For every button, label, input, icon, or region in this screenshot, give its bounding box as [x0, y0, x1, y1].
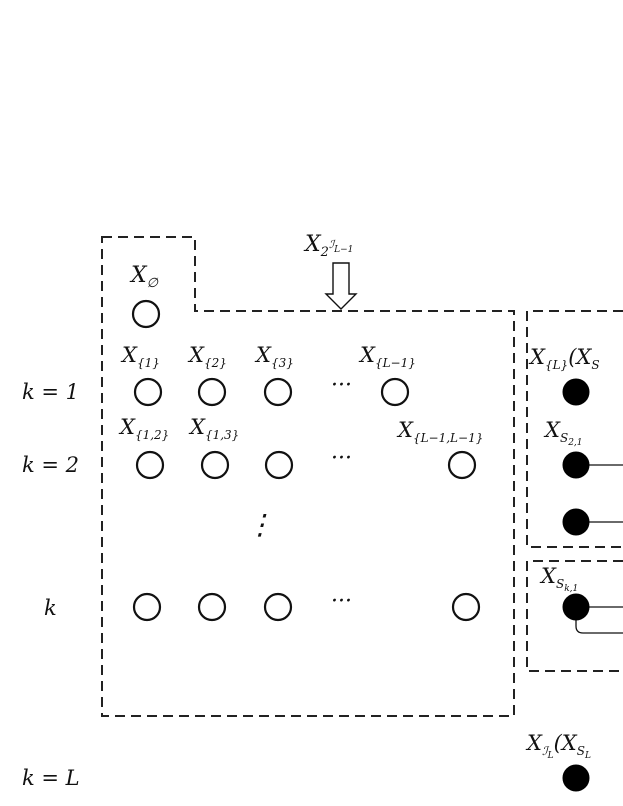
row-label-kL: k = L	[22, 766, 80, 790]
label-top-arrow: X2ℐL−1	[303, 232, 353, 260]
node-row1-L-minus-1	[380, 377, 410, 407]
label-right-Sk1-base: X	[539, 564, 557, 588]
label-set-1-sub: {1}	[137, 356, 160, 370]
solid-node-IL	[562, 764, 590, 792]
label-set-2-sub: {2}	[204, 356, 227, 370]
label-right-L-tailsub: S	[591, 358, 599, 372]
node-rowk-3	[263, 592, 293, 622]
ellipsis-row-k: ···	[331, 589, 352, 614]
node-rowk-1	[132, 592, 162, 622]
label-set-L-minus-1-sub: {L−1}	[375, 356, 416, 370]
label-right-S21-sub: S	[560, 431, 568, 445]
label-top-arrow-supsub: L−1	[333, 245, 353, 255]
edge-rowk-branch	[575, 607, 623, 634]
label-right-Sk1: XSk,1	[539, 564, 578, 594]
solid-node-L	[562, 378, 590, 406]
label-top-arrow-sup: ℐ	[329, 238, 336, 251]
node-row2-3	[264, 450, 294, 480]
solid-node-S21	[562, 451, 590, 479]
right-region-upper-boundary	[526, 310, 623, 548]
node-row2-2	[200, 450, 230, 480]
node-row1-3	[263, 377, 293, 407]
label-right-IL-tail: (X	[554, 731, 578, 755]
label-set-L-minus-1-base: X	[358, 343, 376, 367]
label-top-arrow-base: X	[303, 232, 322, 257]
row-label-k2: k = 2	[22, 453, 79, 477]
right-region-lower-boundary	[526, 560, 623, 672]
row-label-k: k	[44, 596, 57, 620]
label-empty-set: X∅	[129, 263, 159, 291]
label-top-arrow-sub: 2	[320, 245, 329, 260]
solid-node-Sk1	[562, 593, 590, 621]
label-right-S21-subsub: 2,1	[567, 438, 582, 448]
label-set-1-2-sub: {1,2}	[135, 428, 169, 442]
row-label-k1: k = 1	[22, 380, 79, 404]
label-set-2-base: X	[187, 343, 205, 367]
label-empty-set-sub: ∅	[147, 276, 159, 291]
label-right-L: X{L}(XS	[528, 345, 600, 372]
label-right-L-sub: {L}	[545, 358, 568, 372]
node-row2-1	[135, 450, 165, 480]
label-set-L-minus-1-pair: X{L−1,L−1}	[396, 418, 483, 445]
ellipsis-vertical: ⋮	[246, 508, 274, 541]
label-set-3-sub: {3}	[271, 356, 294, 370]
node-empty-set	[131, 299, 161, 329]
label-right-S21: XS2,1	[543, 418, 583, 448]
node-rowk-last	[451, 592, 481, 622]
ellipsis-row-1: ···	[331, 373, 352, 398]
label-set-L-minus-1-pair-base: X	[396, 418, 414, 442]
left-region-boundary	[101, 236, 515, 717]
label-right-L-base: X	[528, 345, 546, 369]
down-arrow	[324, 262, 358, 310]
solid-node-row2b	[562, 508, 590, 536]
label-right-L-tail: (X	[568, 345, 592, 369]
label-set-1-3: X{1,3}	[188, 415, 239, 442]
node-row1-1	[133, 377, 163, 407]
label-set-1-base: X	[120, 343, 138, 367]
label-right-IL-sub: ℐ	[542, 744, 550, 758]
ellipsis-row-2: ···	[331, 446, 352, 471]
label-right-Sk1-subsub: k,1	[564, 584, 578, 594]
label-right-IL: XℐL(XSL	[525, 731, 591, 761]
node-row2-last	[447, 450, 477, 480]
label-right-S21-base: X	[543, 418, 561, 442]
label-set-L-minus-1: X{L−1}	[358, 343, 416, 370]
label-right-Sk1-sub: S	[556, 577, 564, 591]
label-set-3: X{3}	[254, 343, 294, 370]
label-set-1: X{1}	[120, 343, 160, 370]
label-set-1-2-base: X	[118, 415, 136, 439]
label-right-IL-subsub: L	[547, 751, 554, 761]
label-right-IL-base: X	[525, 731, 543, 755]
label-right-IL-tailsub: S	[577, 744, 585, 758]
label-set-L-minus-1-pair-sub: {L−1,L−1}	[413, 431, 483, 445]
label-set-2: X{2}	[187, 343, 227, 370]
label-right-IL-tailsubsub: L	[584, 751, 591, 761]
label-empty-set-base: X	[129, 263, 148, 288]
node-row1-2	[197, 377, 227, 407]
label-set-1-3-sub: {1,3}	[205, 428, 239, 442]
label-set-3-base: X	[254, 343, 272, 367]
label-set-1-2: X{1,2}	[118, 415, 169, 442]
label-set-1-3-base: X	[188, 415, 206, 439]
node-rowk-2	[197, 592, 227, 622]
